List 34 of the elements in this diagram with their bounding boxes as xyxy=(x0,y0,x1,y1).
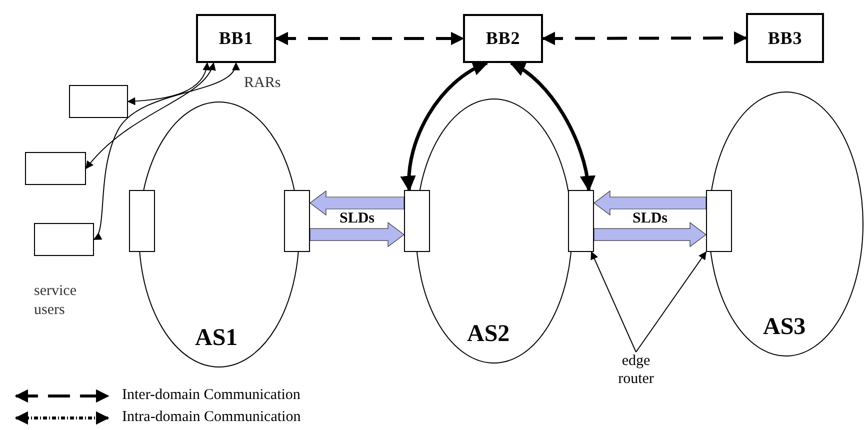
double-arrow xyxy=(510,61,595,192)
user-box xyxy=(34,223,94,256)
legend-text: Intra-domain Communication xyxy=(122,410,301,425)
user-box xyxy=(25,152,86,185)
caption-text: service users xyxy=(34,282,78,320)
edge-label: SLDs xyxy=(339,212,375,226)
block-arrow xyxy=(310,222,404,248)
leader-line xyxy=(590,251,636,352)
router-box xyxy=(568,190,594,252)
leader-line xyxy=(636,251,706,352)
broker-box: BB1 xyxy=(196,14,276,63)
router-box xyxy=(284,190,310,252)
double-arrow xyxy=(542,31,748,46)
double-arrow xyxy=(401,61,488,192)
router-box xyxy=(706,190,732,252)
domain-label: AS2 xyxy=(467,322,510,346)
user-box xyxy=(69,85,128,118)
block-arrow xyxy=(594,190,706,216)
broker-box: BB2 xyxy=(463,14,543,63)
double-arrow xyxy=(127,62,210,106)
annotation-text: RARs xyxy=(244,74,282,93)
router-box xyxy=(404,190,430,252)
double-arrow xyxy=(274,32,464,46)
double-arrow xyxy=(93,62,238,240)
double-arrow xyxy=(85,62,215,170)
domain-label: AS1 xyxy=(195,326,238,350)
block-arrow xyxy=(310,190,404,216)
broker-box: BB3 xyxy=(746,13,824,63)
domain-label: AS3 xyxy=(763,315,806,339)
legend-text: Inter-domain Communication xyxy=(122,388,300,403)
callout-text: edge router xyxy=(604,352,668,390)
router-box xyxy=(129,190,155,252)
block-arrow xyxy=(594,222,706,248)
edge-label: SLDs xyxy=(632,212,668,226)
